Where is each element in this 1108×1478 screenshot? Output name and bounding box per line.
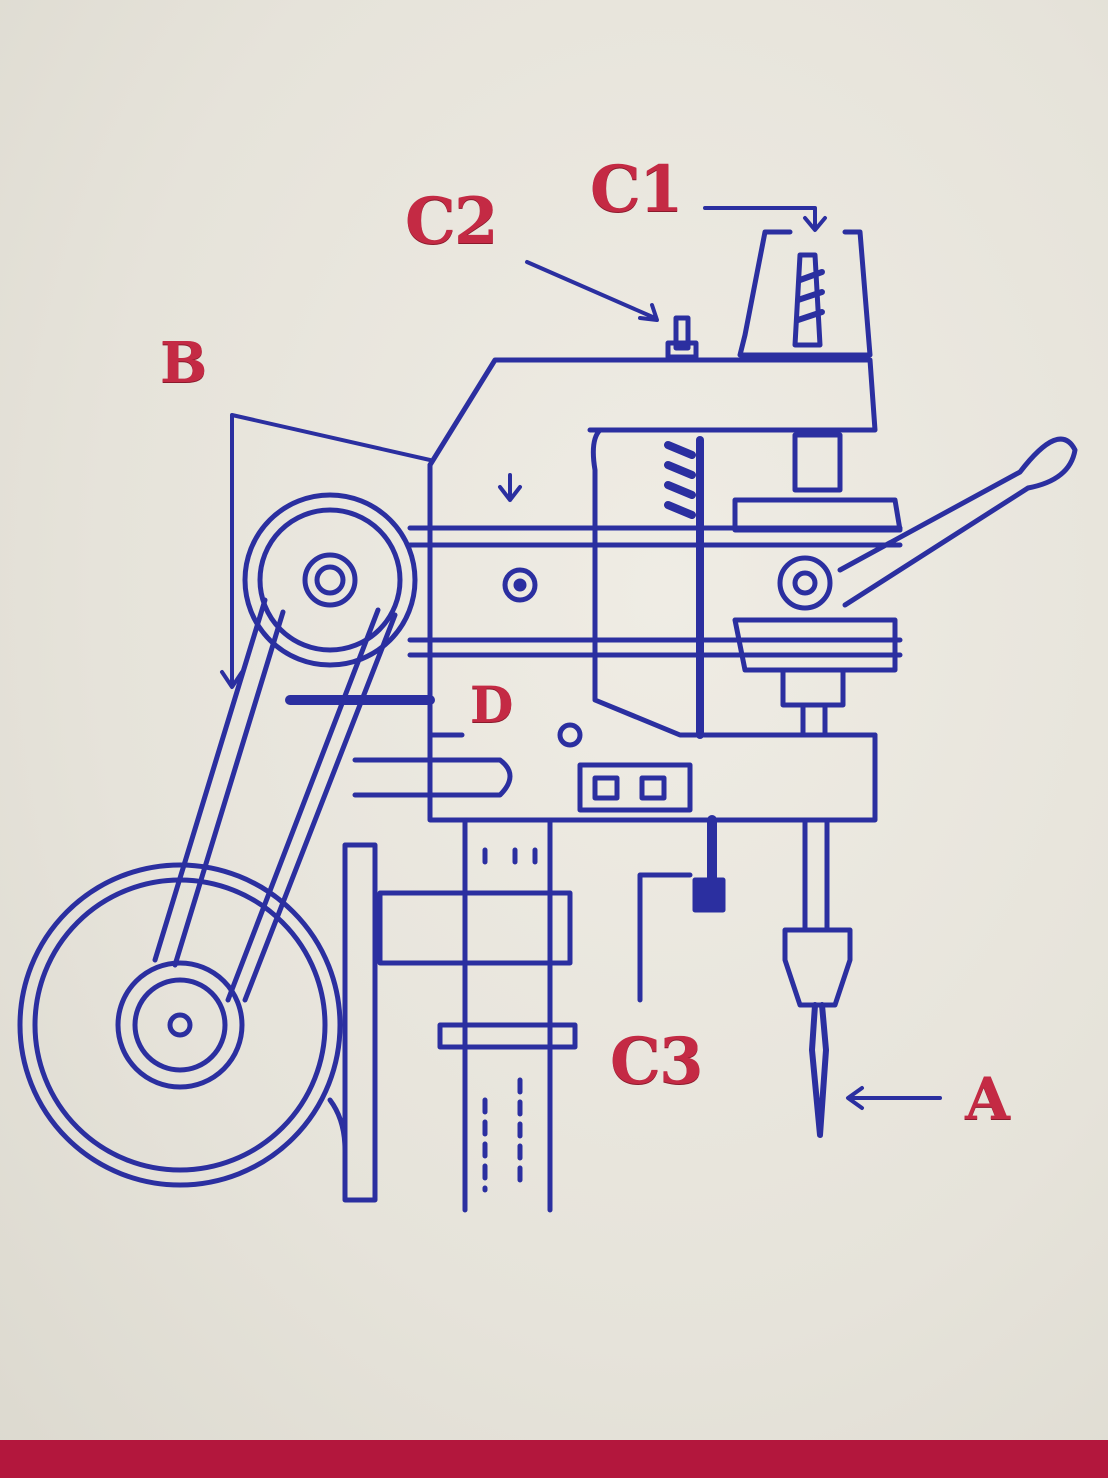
arrow-c1 (703, 206, 827, 232)
depth-stop (285, 695, 583, 798)
belt-guard (407, 525, 903, 658)
feed-handle (777, 436, 1078, 611)
arrow-a (846, 1086, 942, 1110)
label-d: D (470, 675, 513, 734)
label-c3: C3 (610, 1024, 703, 1099)
upper-pulley (242, 492, 418, 668)
label-c2: C2 (405, 184, 498, 259)
motor-cap (737, 229, 873, 358)
bottom-red-band (0, 1440, 1108, 1478)
table-box (577, 762, 726, 1003)
top-bolt (665, 315, 699, 360)
arrow-c2 (525, 260, 659, 322)
arrow-b (220, 413, 522, 689)
label-b: B (160, 330, 207, 396)
label-a: A (965, 1065, 1010, 1133)
column (377, 817, 578, 1213)
drive-belt (152, 597, 398, 1003)
label-arrows (220, 206, 942, 1110)
motor-bracket (327, 842, 378, 1203)
feed-spring (664, 436, 704, 739)
label-c1: C1 (590, 152, 683, 227)
lower-pulley (17, 862, 343, 1188)
